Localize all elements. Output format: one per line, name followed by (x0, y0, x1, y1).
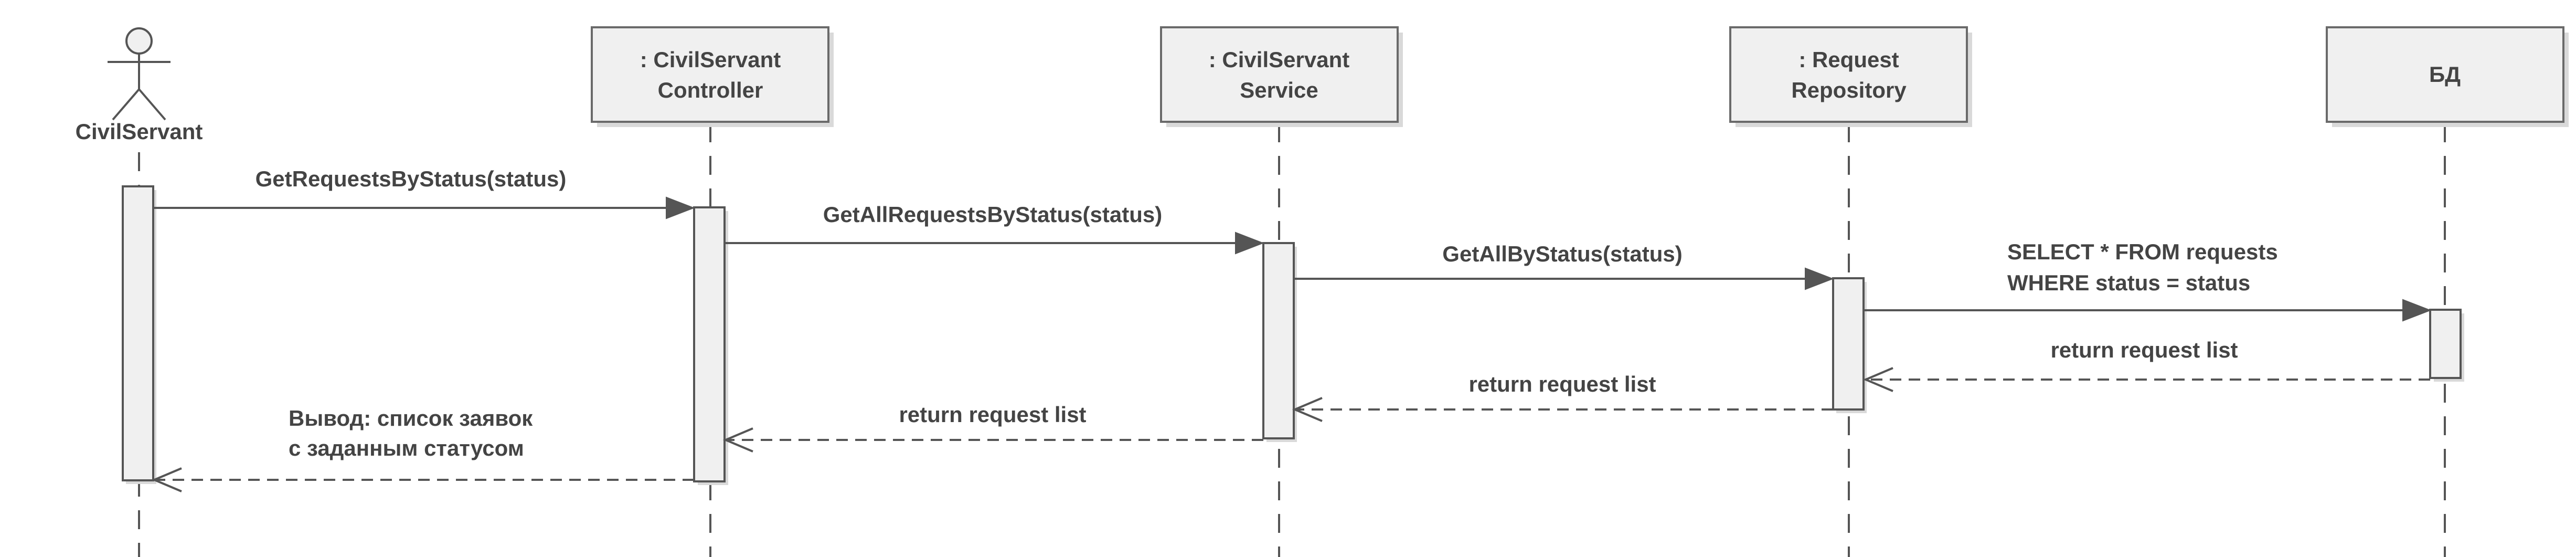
filled-arrowhead-icon (1235, 232, 1264, 255)
participant-controller-line1: : CivilServant (640, 47, 781, 72)
return-controller-to-civilservant: Вывод: список заявок с заданным статусом (151, 406, 694, 492)
message-label-line2: WHERE status = status (2007, 270, 2250, 295)
message-label: return request list (899, 402, 1086, 427)
filled-arrowhead-icon (1805, 267, 1834, 290)
message-get-all-by-status: GetAllByStatus(status) (1294, 241, 1834, 290)
participant-db-label: БД (2429, 62, 2461, 87)
message-get-all-requests-by-status: GetAllRequestsByStatus(status) (725, 202, 1264, 255)
filled-arrowhead-icon (2402, 299, 2432, 322)
participant-repository-line2: Repository (1791, 78, 1907, 102)
message-label: return request list (2050, 338, 2238, 362)
activation-repository (1832, 277, 1865, 411)
participant-service-line2: Service (1240, 78, 1318, 102)
activation-controller (693, 206, 726, 482)
message-label-line2: с заданным статусом (289, 436, 524, 460)
message-label: GetRequestsByStatus(status) (256, 166, 567, 191)
open-arrowhead-icon (1862, 367, 1893, 392)
message-get-requests-by-status: GetRequestsByStatus(status) (153, 166, 695, 219)
open-arrowhead-icon (1292, 397, 1323, 422)
message-label-line1: SELECT * FROM requests (2007, 239, 2278, 264)
participant-repository: : Request Repository (1729, 26, 1972, 127)
open-arrowhead-icon (722, 427, 753, 453)
participant-controller-line2: Controller (658, 78, 763, 102)
return-db-to-repository: return request list (1862, 338, 2430, 392)
actor-label: CivilServant (76, 119, 203, 144)
participant-controller: : CivilServant Controller (591, 26, 834, 127)
message-label: GetAllRequestsByStatus(status) (823, 202, 1162, 227)
stick-figure-icon (108, 27, 171, 121)
participant-db: БД (2326, 26, 2569, 127)
return-service-to-controller: return request list (722, 402, 1263, 453)
message-label-line1: Вывод: список заявок (289, 406, 533, 430)
participant-repository-line1: : Request (1798, 47, 1899, 72)
participant-service: : CivilServant Service (1160, 26, 1403, 127)
actor-civilservant: CivilServant (76, 27, 203, 144)
activation-db (2429, 309, 2462, 379)
message-select-query: SELECT * FROM requests WHERE status = st… (1864, 239, 2432, 322)
message-label: return request list (1468, 372, 1656, 396)
participant-service-line1: : CivilServant (1209, 47, 1349, 72)
activation-civilservant (122, 185, 154, 481)
activation-service (1262, 242, 1295, 439)
return-repository-to-service: return request list (1292, 372, 1833, 422)
open-arrowhead-icon (151, 467, 182, 492)
message-label: GetAllByStatus(status) (1442, 241, 1682, 266)
filled-arrowhead-icon (666, 196, 695, 219)
